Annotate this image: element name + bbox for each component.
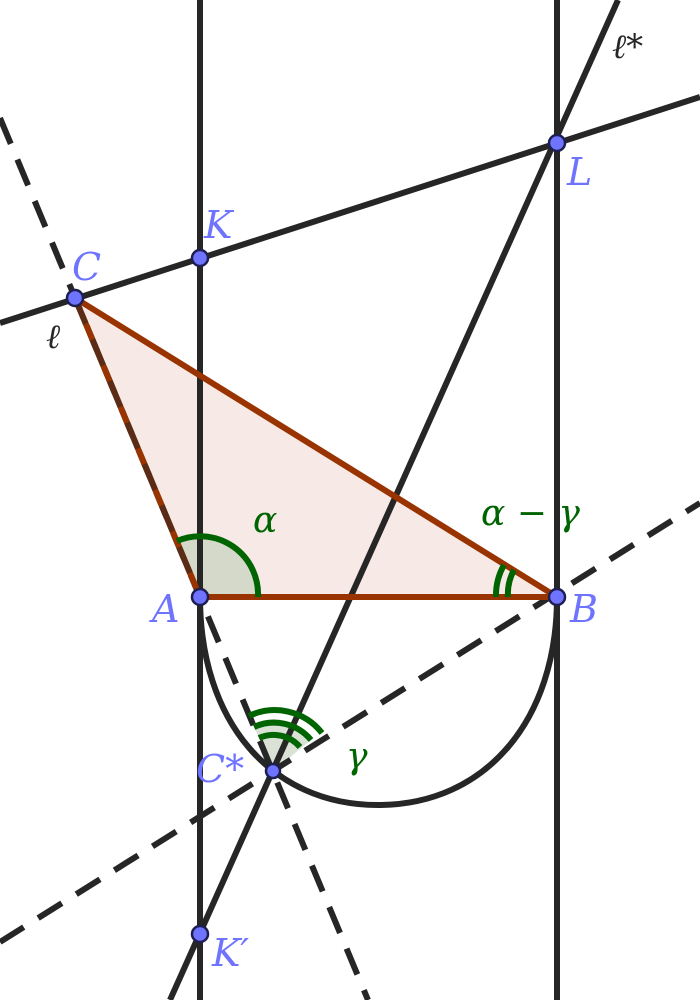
label-ell: ℓ <box>46 317 60 357</box>
label-gamma: γ <box>346 736 368 777</box>
label-b: B <box>569 587 598 631</box>
angle-gamma-arc-2 <box>252 719 314 743</box>
label-k-prime: K′ <box>211 931 249 975</box>
angle-alpha-minus-gamma-arc-inner <box>504 568 517 598</box>
label-ell-star: ℓ* <box>612 27 643 67</box>
angle-alpha-arc <box>175 533 262 598</box>
dashed-line-bc-star <box>0 500 700 945</box>
angle-gamma-arc-3 <box>247 707 325 735</box>
point-c-star[interactable] <box>264 762 282 780</box>
label-c: C <box>72 245 101 289</box>
label-c-star: C* <box>196 747 244 791</box>
label-l: L <box>566 150 592 194</box>
dashed-overlay-ca <box>72 296 203 599</box>
angle-alpha-minus-gamma-arc-outer <box>492 563 507 598</box>
point-l[interactable] <box>547 133 567 153</box>
label-alpha: α <box>253 500 277 541</box>
point-k-prime[interactable] <box>190 924 210 944</box>
point-a[interactable] <box>190 587 210 607</box>
point-k[interactable] <box>190 248 210 268</box>
angle-gamma-arc-1 <box>257 731 303 750</box>
triangle-edge-cb <box>72 295 560 600</box>
label-a: A <box>149 587 179 631</box>
label-alpha-minus-gamma: α − γ <box>481 493 580 534</box>
label-k: K <box>203 203 235 247</box>
line-ell-star <box>167 0 621 1000</box>
point-b[interactable] <box>547 587 567 607</box>
line-ckl <box>0 94 700 326</box>
semicircle-ab <box>197 596 560 809</box>
point-c[interactable] <box>65 288 85 308</box>
